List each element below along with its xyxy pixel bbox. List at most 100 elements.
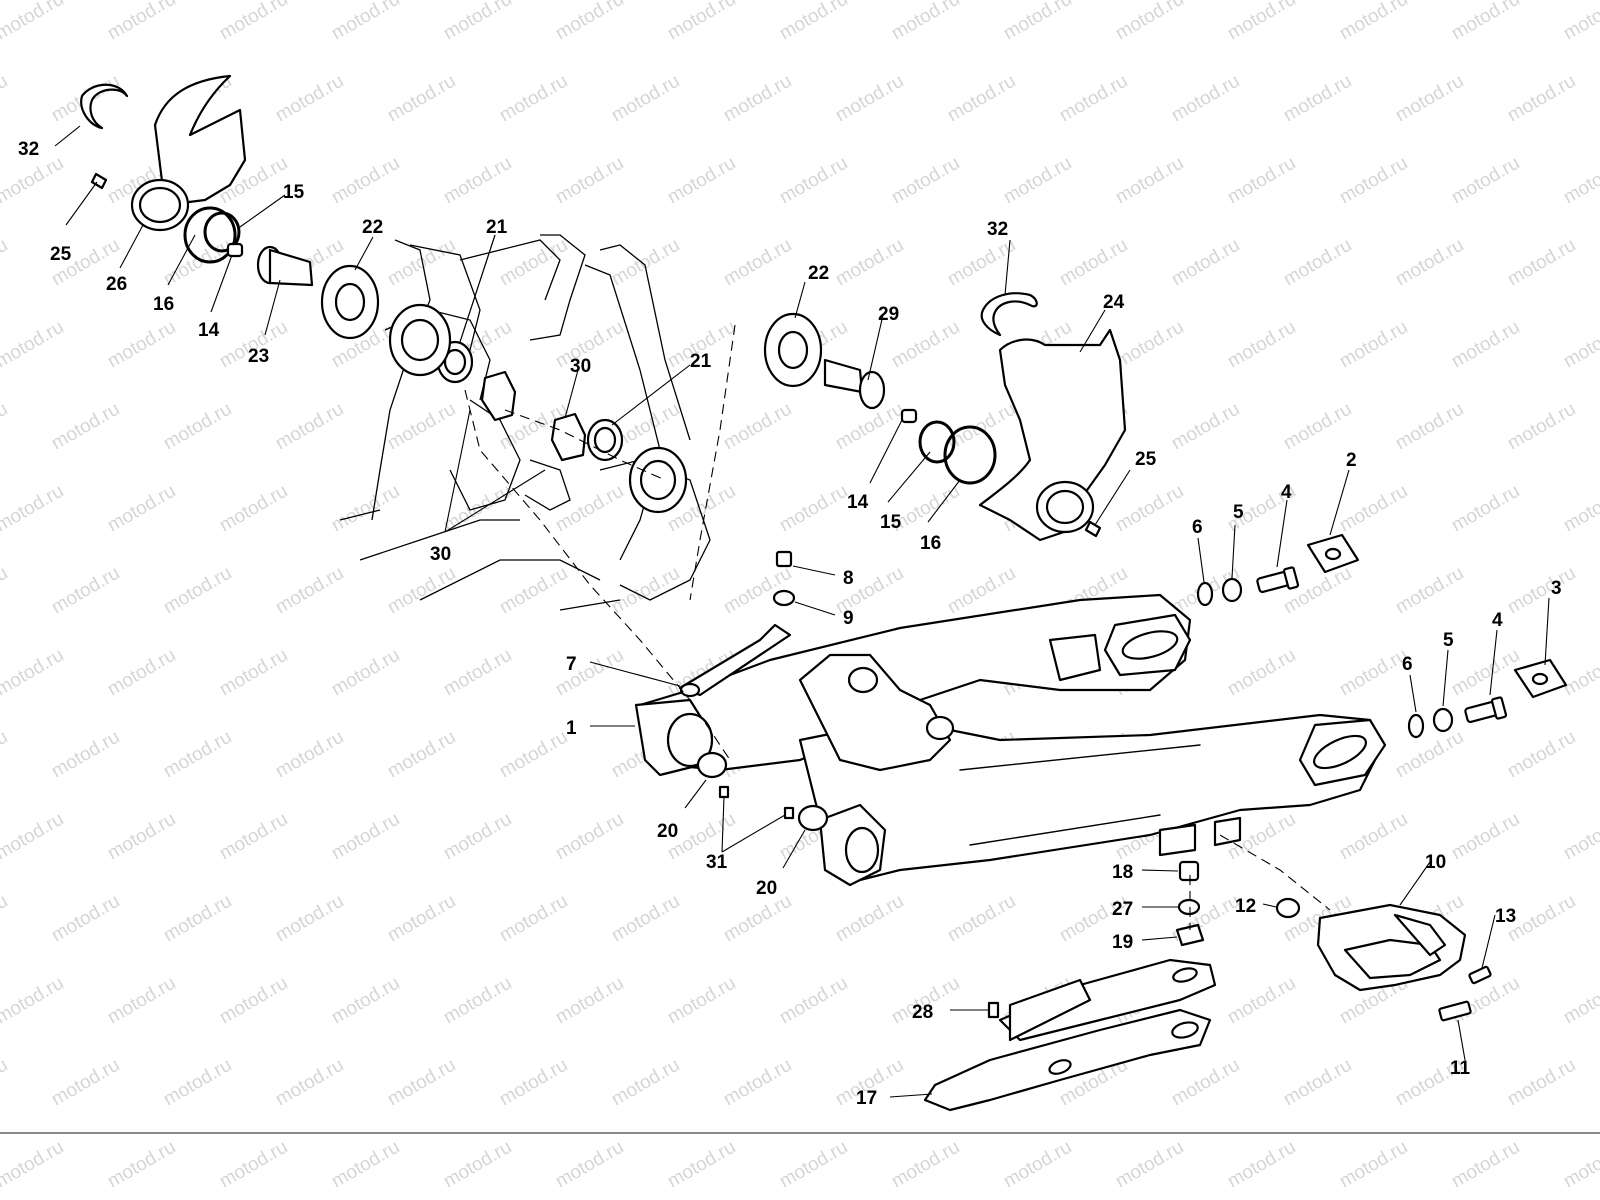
small-hardware: [90, 172, 1492, 1022]
adjuster-hardware-upper: [1196, 566, 1300, 607]
watermark-text: motod.ru: [48, 891, 123, 947]
watermark-text: motod.ru: [0, 727, 11, 783]
watermark-text: motod.ru: [552, 153, 627, 209]
callout-30-lower: 30: [430, 544, 451, 565]
callout-30: 30: [570, 356, 591, 377]
callout-15: 15: [283, 182, 305, 203]
watermark-text: motod.ru: [496, 235, 571, 291]
watermark-text: motod.ru: [552, 1137, 627, 1193]
callout-12: 12: [1235, 896, 1256, 917]
watermark-text: motod.ru: [160, 891, 235, 947]
watermark-text: motod.ru: [776, 0, 851, 44]
watermark-text: motod.ru: [1336, 1137, 1411, 1193]
watermark-text: motod.ru: [496, 727, 571, 783]
watermark-text: motod.ru: [1112, 1137, 1187, 1193]
watermark-text: motod.ru: [1224, 1137, 1299, 1193]
watermark-text: motod.ru: [384, 1055, 459, 1111]
callout-32: 32: [18, 139, 39, 160]
watermark-text: motod.ru: [1280, 399, 1355, 455]
watermark-text: motod.ru: [888, 1137, 963, 1193]
watermark-text: motod.ru: [48, 399, 123, 455]
watermark-text: motod.ru: [1056, 235, 1131, 291]
watermark-text: motod.ru: [272, 71, 347, 127]
watermark-text: motod.ru: [216, 973, 291, 1029]
watermark-text: motod.ru: [328, 481, 403, 537]
watermark-text: motod.ru: [944, 399, 1019, 455]
watermark-text: motod.ru: [384, 727, 459, 783]
watermark-text: motod.ru: [1504, 727, 1579, 783]
callout-19: 19: [1112, 932, 1133, 953]
watermark-text: motod.ru: [48, 1055, 123, 1111]
callout-17: 17: [856, 1088, 877, 1109]
callout-27: 27: [1112, 899, 1133, 920]
watermark-text: motod.ru: [1560, 317, 1600, 373]
watermark-text: motod.ru: [1560, 645, 1600, 701]
watermark-text: motod.ru: [0, 891, 11, 947]
watermark-text: motod.ru: [1224, 0, 1299, 44]
watermark-text: motod.ru: [1280, 71, 1355, 127]
right-pivot-assembly: [763, 292, 1127, 542]
watermark-text: motod.ru: [720, 71, 795, 127]
watermark-text: motod.ru: [664, 973, 739, 1029]
watermark-text: motod.ru: [944, 71, 1019, 127]
callout-22: 22: [362, 217, 383, 238]
watermark-text: motod.ru: [384, 399, 459, 455]
callout-4-lower: 4: [1492, 610, 1503, 631]
watermark-text: motod.ru: [832, 235, 907, 291]
watermark-text: motod.ru: [0, 563, 11, 619]
watermark-text: motod.ru: [384, 563, 459, 619]
watermark-text: motod.ru: [384, 891, 459, 947]
watermark-text: motod.ru: [48, 563, 123, 619]
frame-section-drawing: [339, 234, 711, 611]
watermark-text: motod.ru: [328, 645, 403, 701]
watermark-text: motod.ru: [216, 481, 291, 537]
watermark-text: motod.ru: [0, 481, 67, 537]
watermark-text: motod.ru: [0, 1137, 67, 1193]
callout-16: 16: [153, 294, 174, 315]
watermark-text: motod.ru: [552, 481, 627, 537]
watermark-text: motod.ru: [1336, 153, 1411, 209]
watermark-text: motod.ru: [0, 973, 67, 1029]
watermark-text: motod.ru: [1560, 0, 1600, 44]
callout-2: 2: [1346, 450, 1357, 471]
watermark-text: motod.ru: [0, 317, 67, 373]
swingarm: [634, 593, 1387, 887]
watermark-text: motod.ru: [328, 973, 403, 1029]
watermark-text: motod.ru: [496, 891, 571, 947]
watermark-text: motod.ru: [1000, 153, 1075, 209]
watermark-text: motod.ru: [328, 0, 403, 44]
watermark-text: motod.ru: [1448, 317, 1523, 373]
watermark-text: motod.ru: [0, 71, 11, 127]
watermark-text: motod.ru: [720, 1055, 795, 1111]
watermark-text: motod.ru: [608, 71, 683, 127]
left-pivot-assembly: [80, 74, 688, 514]
watermark-text: motod.ru: [1504, 563, 1579, 619]
watermark-text: motod.ru: [104, 0, 179, 44]
watermark-text: motod.ru: [608, 563, 683, 619]
watermark-text: motod.ru: [1056, 71, 1131, 127]
watermark-text: motod.ru: [664, 1137, 739, 1193]
watermark-text: motod.ru: [1224, 153, 1299, 209]
callout-16-right: 16: [920, 533, 941, 554]
callout-15-right: 15: [880, 512, 902, 533]
watermark-text: motod.ru: [104, 481, 179, 537]
watermark-text: motod.ru: [1224, 973, 1299, 1029]
watermark-text: motod.ru: [0, 235, 11, 291]
callout-5-lower: 5: [1443, 630, 1454, 651]
callout-5: 5: [1233, 502, 1244, 523]
watermark-text: motod.ru: [1448, 1137, 1523, 1193]
watermark-text: motod.ru: [1168, 71, 1243, 127]
watermark-text: motod.ru: [1504, 71, 1579, 127]
watermark-text: motod.ru: [0, 0, 67, 44]
callout-20: 20: [657, 821, 678, 842]
watermark-text: motod.ru: [608, 1055, 683, 1111]
watermark-text: motod.ru: [552, 645, 627, 701]
watermark-text: motod.ru: [1336, 645, 1411, 701]
watermark-text: motod.ru: [608, 235, 683, 291]
watermark-text: motod.ru: [496, 1055, 571, 1111]
callout-7: 7: [566, 654, 577, 675]
watermark-text: motod.ru: [1392, 235, 1467, 291]
watermark-text: motod.ru: [272, 563, 347, 619]
watermark-text: motod.ru: [1392, 563, 1467, 619]
